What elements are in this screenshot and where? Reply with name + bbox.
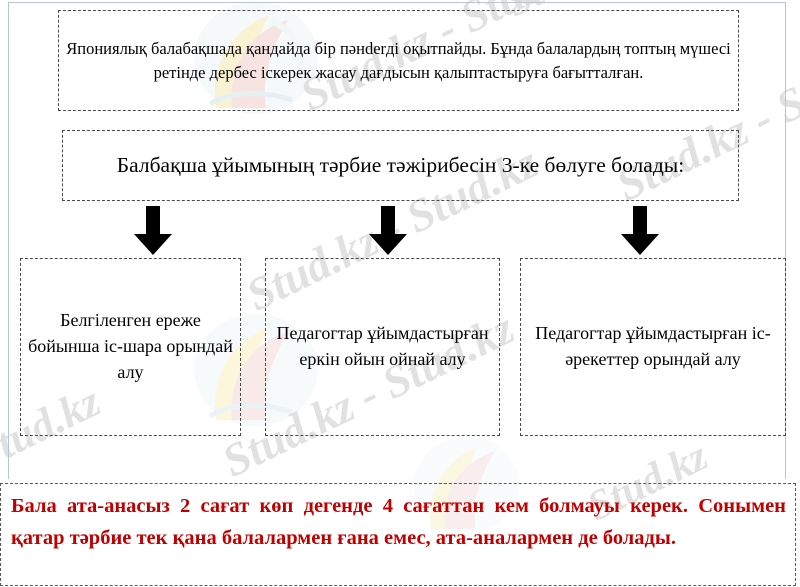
flowchart-node-branch-3-text: Педагогтар ұйымдастырған іс-әрекеттер ор…: [535, 323, 771, 369]
footer-note-box: Бала ата-анасыз 2 сағат көп дегенде 4 са…: [0, 483, 796, 586]
flowchart-node-heading-text: Балбақша ұйымының тәрбие тәжірибесін 3-к…: [116, 152, 685, 177]
flowchart-node-branch-1-text: Белгіленген ереже бойынша іс-шара орында…: [28, 310, 233, 382]
down-arrow-icon: [369, 206, 407, 255]
footer-note-text: Бала ата-анасыз 2 сағат көп дегенде 4 са…: [11, 495, 786, 549]
page-rule-top: [8, 2, 786, 3]
down-arrow-icon: [621, 206, 659, 255]
page-rule-left: [8, 2, 9, 479]
flowchart-node-branch-3: Педагогтар ұйымдастырған іс-әрекеттер ор…: [520, 258, 786, 436]
flowchart-node-branch-2: Педагогтар ұйымдастырған еркін ойын ойна…: [265, 258, 500, 436]
down-arrow-icon: [134, 206, 172, 255]
flowchart-node-branch-1: Белгіленген ереже бойынша іс-шара орында…: [20, 258, 241, 436]
page-rule-right: [785, 2, 786, 479]
flowchart-node-heading: Балбақша ұйымының тәрбие тәжірибесін 3-к…: [62, 130, 739, 201]
flowchart-node-intro: Япониялық балабақшада қандайда бір пәнde…: [58, 10, 739, 111]
flowchart-node-branch-2-text: Педагогтар ұйымдастырған еркін ойын ойна…: [276, 323, 489, 369]
flowchart-node-intro-text: Япониялық балабақшада қандайда бір пәнde…: [66, 39, 731, 82]
